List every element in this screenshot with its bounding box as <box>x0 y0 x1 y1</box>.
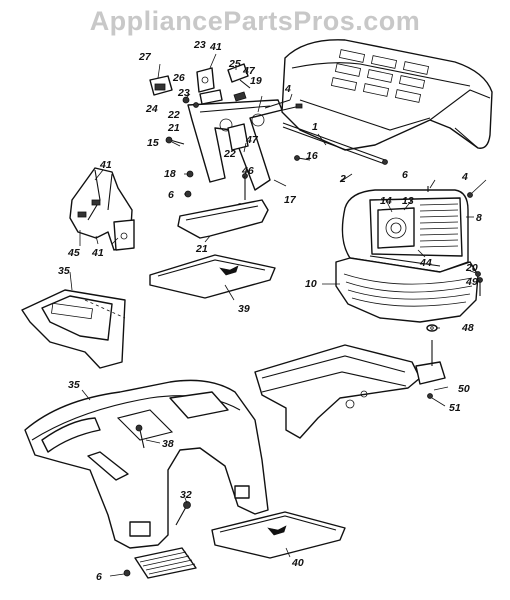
callout-32: 32 <box>180 489 192 501</box>
callout-50: 50 <box>458 383 470 395</box>
callout-38: 38 <box>162 438 174 450</box>
callout-41-top: 41 <box>209 41 222 53</box>
frame-assembly <box>254 340 446 439</box>
callout-17: 17 <box>284 194 297 206</box>
callout-22: 21 <box>167 122 180 134</box>
fender-preview <box>21 289 126 369</box>
callout-43: 45 <box>67 247 80 259</box>
mounting-plate <box>177 199 269 239</box>
callout-42: 23 <box>193 39 206 51</box>
callout-2: 2 <box>339 173 346 185</box>
leader-lines <box>69 53 487 577</box>
hood-rod <box>282 122 388 165</box>
mud-flap <box>123 547 197 579</box>
callout-24: 24 <box>145 103 158 115</box>
callout-20: 20 <box>465 262 478 274</box>
callout-35-top: 35 <box>58 265 70 277</box>
callout-1: 1 <box>312 121 318 133</box>
callout-39: 39 <box>238 303 250 315</box>
bolt-32 <box>175 501 191 526</box>
bolt-38 <box>135 424 145 449</box>
watermark-text: AppliancePartsPros.com <box>89 6 421 36</box>
callout-15: 15 <box>147 137 159 149</box>
callout-19: 19 <box>250 75 262 87</box>
callout-46: 47 <box>242 65 256 77</box>
callout-41-left: 41 <box>99 159 112 171</box>
callout-10: 10 <box>305 278 317 290</box>
hood <box>281 39 493 151</box>
callout-23-a: 23 <box>177 87 190 99</box>
rear-mat <box>211 511 346 559</box>
callout-14: 14 <box>380 195 392 207</box>
callout-45: 46 <box>241 165 254 177</box>
callout-16: 16 <box>306 150 318 162</box>
callout-6-bottom: 6 <box>96 571 102 583</box>
callout-21: 21 <box>195 243 208 255</box>
callout-44: 44 <box>419 257 432 269</box>
callout-26: 26 <box>172 72 185 84</box>
callout-13: 13 <box>402 195 414 207</box>
dash-support-bracket <box>187 99 303 191</box>
callout-labels: 23 41 25 47 27 26 19 4 23 24 22 21 15 22… <box>58 39 482 583</box>
grille-panel <box>335 257 479 323</box>
callout-25: 25 <box>228 58 241 70</box>
callout-23-c: 22 <box>223 148 236 160</box>
callout-40: 40 <box>291 557 304 569</box>
callout-49: 49 <box>465 276 478 288</box>
floor-mat <box>149 254 276 299</box>
callout-48: 48 <box>461 322 474 334</box>
callout-18: 18 <box>164 168 176 180</box>
grille-housing <box>341 186 473 273</box>
callout-4-right: 4 <box>461 171 468 183</box>
dash-small-parts <box>149 63 251 108</box>
callout-8: 8 <box>476 212 482 224</box>
callout-51: 51 <box>449 402 461 414</box>
rear-fender <box>24 379 269 549</box>
callout-41-bottom: 41 <box>91 247 104 259</box>
callout-47: 47 <box>245 134 259 146</box>
headlight-bracket <box>69 167 135 251</box>
callout-6-right: 6 <box>402 169 408 181</box>
callout-6-left: 6 <box>168 189 174 201</box>
callout-4-top: 4 <box>284 83 291 95</box>
callout-27: 27 <box>138 51 152 63</box>
callout-35-main: 35 <box>68 379 80 391</box>
callout-23-b: 22 <box>167 109 180 121</box>
